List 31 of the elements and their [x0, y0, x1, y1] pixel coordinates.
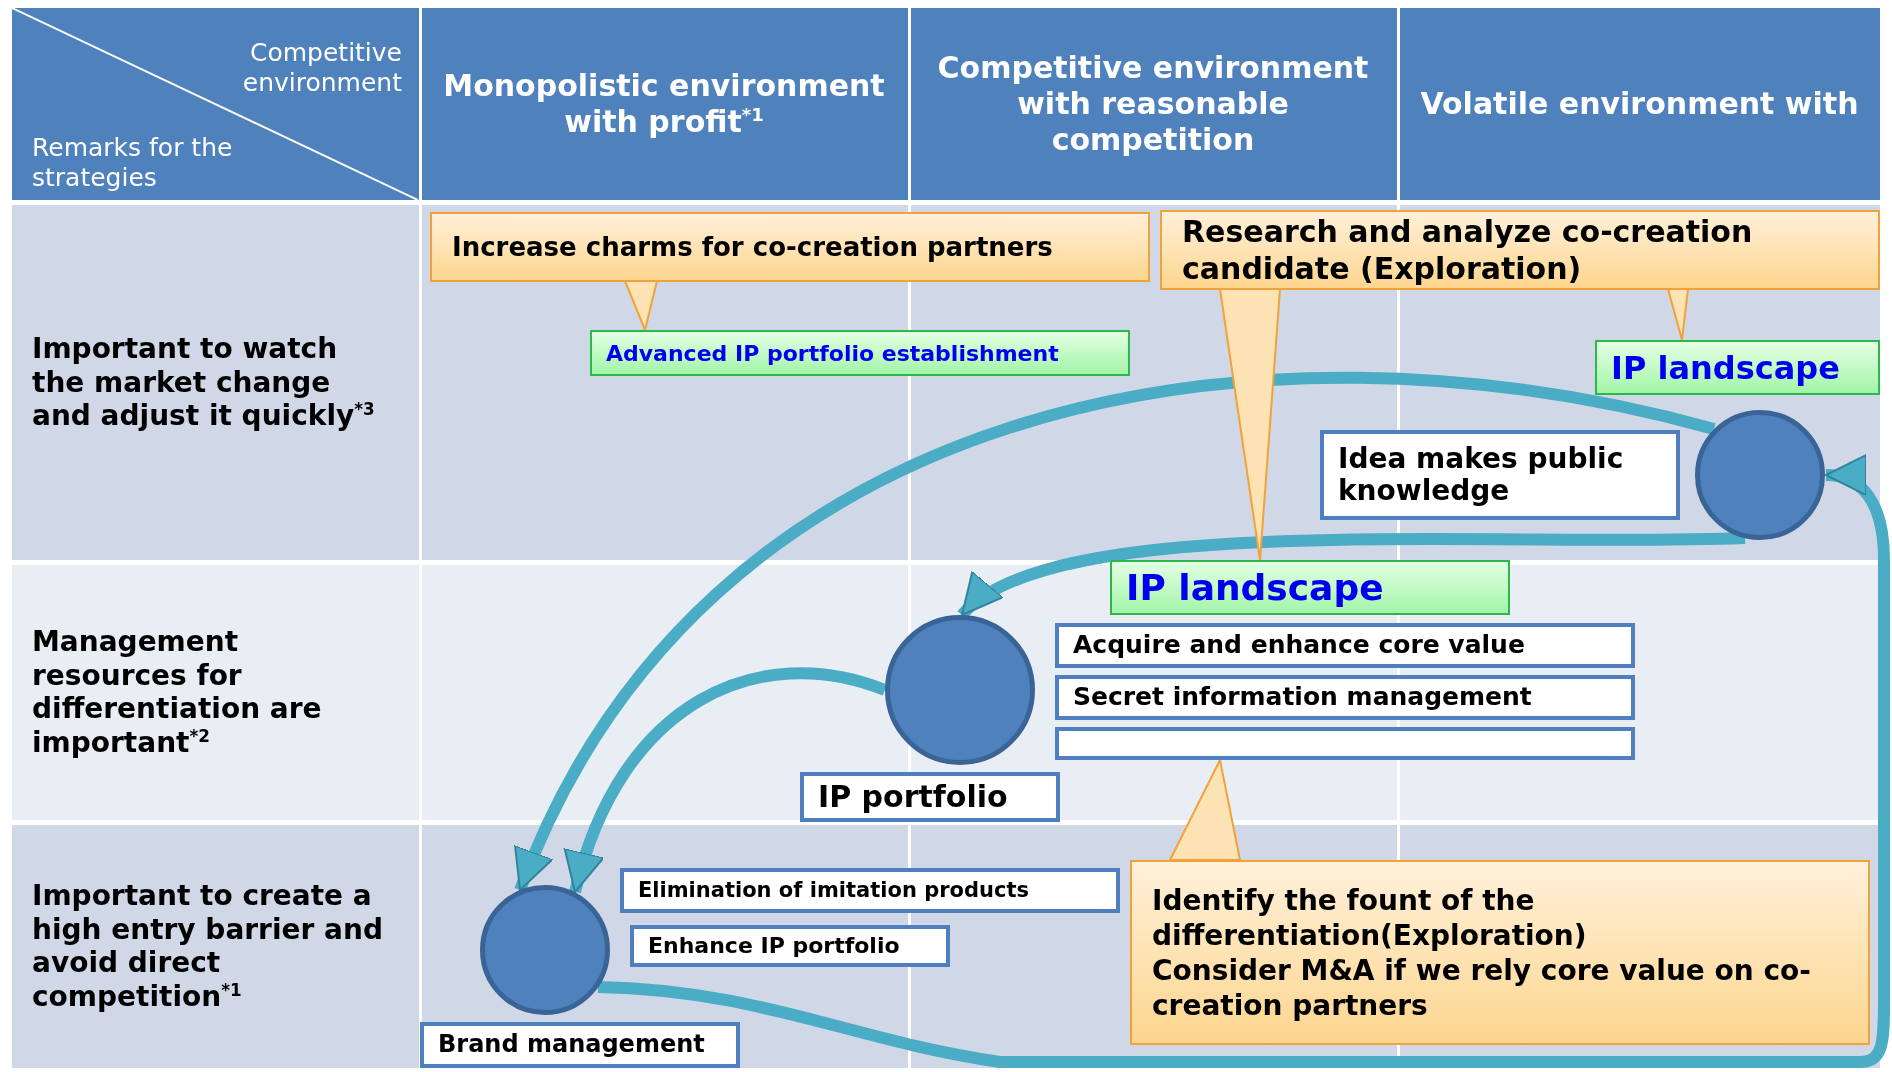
callout-text: Research and analyze co-creation candidate (Exploration)	[1182, 212, 1754, 288]
text-box: IP portfolio	[800, 772, 1060, 822]
table-header-cell	[12, 8, 418, 200]
column-header: Competitive environment with reasonable competition	[936, 50, 1370, 158]
empty-box	[1055, 727, 1635, 760]
row-header: Management resources for differentiation are important$^{*2}$	[32, 625, 323, 760]
header-text: Competitive environment	[241, 38, 402, 98]
callout-text: Consider M&A if we rely core value on co-creation partners	[1152, 952, 1812, 1023]
highlight-label: IP landscape	[1595, 340, 1880, 395]
row-header: Important to create a high entry barrier and avoid direct competition$^{*1}$	[32, 879, 384, 1014]
row-header: Important to watch the market change and adjust it quickly$^{*3}$	[32, 331, 376, 434]
curved-arrow	[565, 667, 887, 894]
highlight-label: IP landscape	[1110, 560, 1510, 615]
column-header: Monopolistic environment with profit$^{*1}$	[442, 68, 886, 140]
callout-pointer	[1666, 288, 1690, 341]
callout-pointer	[1218, 288, 1282, 561]
header-text: Remarks for the strategies	[32, 133, 234, 193]
callout-text: Identify the fount of the differentiation(Exploration)	[1152, 882, 1588, 953]
text-box: Brand management	[420, 1022, 740, 1068]
callout-box	[1130, 860, 1870, 1045]
text-box: Enhance IP portfolio	[630, 925, 950, 967]
text-box: Acquire and enhance core value	[1055, 623, 1635, 668]
text-box: Elimination of imitation products	[620, 868, 1120, 913]
callout-box	[1160, 210, 1880, 290]
curved-arrow	[597, 456, 1890, 1068]
column-header: Volatile environment with	[1420, 86, 1859, 122]
callout-box	[430, 212, 1150, 282]
text-box: Secret information management	[1055, 675, 1635, 720]
text-box: Idea makes public knowledge	[1320, 430, 1680, 520]
callout-text: Increase charms for co-creation partners	[452, 230, 1054, 264]
highlight-label: Advanced IP portfolio establishment	[590, 330, 1130, 376]
